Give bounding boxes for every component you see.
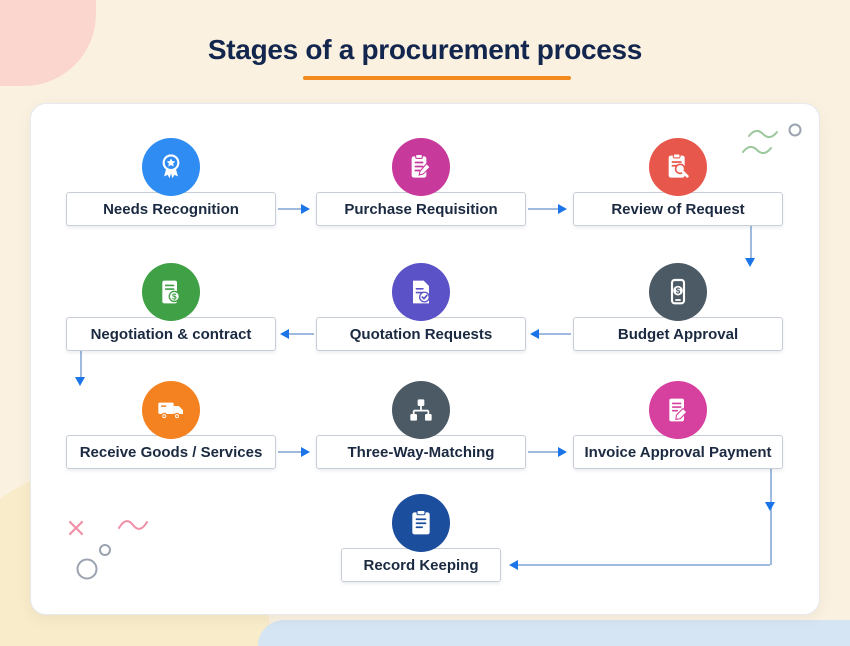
stage-icon-badge	[649, 381, 707, 439]
blue-bottom-shape	[258, 620, 850, 646]
arrow-left-icon	[280, 329, 289, 339]
arrow-down-icon	[765, 502, 775, 511]
arrow-right-icon	[301, 204, 310, 214]
stage-icon-badge	[392, 494, 450, 552]
connector-line	[278, 208, 301, 210]
diagram-card: Needs Recognition Purchase Requisition	[30, 103, 820, 615]
invoice-pen-icon	[669, 398, 688, 422]
stage-label: Three-Way-Matching	[347, 443, 495, 461]
stage-label-box: Negotiation & contract	[66, 317, 276, 351]
stage-icon-badge	[142, 138, 200, 196]
stage-label-box: Quotation Requests	[316, 317, 526, 351]
connector-line	[80, 351, 82, 379]
stage-label-box: Budget Approval	[573, 317, 783, 351]
stage-negotiation-contract: $ Negotiation & contract	[66, 263, 276, 351]
arrow-right-icon	[558, 447, 567, 457]
stage-label: Negotiation & contract	[90, 325, 252, 343]
stage-icon-badge: $	[649, 263, 707, 321]
stage-needs-recognition: Needs Recognition	[66, 138, 276, 226]
stage-label-box: Invoice Approval Payment	[573, 435, 783, 469]
stage-icon-badge	[142, 381, 200, 439]
stage-label: Quotation Requests	[349, 325, 493, 343]
hierarchy-icon	[410, 399, 432, 421]
stage-label-box: Review of Request	[573, 192, 783, 226]
stage-review-of-request: Review of Request	[573, 138, 783, 226]
stage-label-box: Three-Way-Matching	[316, 435, 526, 469]
arrow-left-icon	[509, 560, 518, 570]
contract-dollar-icon: $	[162, 280, 181, 304]
svg-text:$: $	[172, 292, 177, 301]
connector-line	[528, 208, 558, 210]
arrow-left-icon	[530, 329, 539, 339]
stage-quotation-requests: Quotation Requests	[316, 263, 526, 351]
record-clipboard-icon	[412, 509, 430, 535]
connector-line	[770, 469, 772, 565]
connector-line	[539, 333, 571, 335]
stage-label-box: Needs Recognition	[66, 192, 276, 226]
arrow-right-icon	[558, 204, 567, 214]
title-underline	[303, 76, 571, 80]
stage-label: Review of Request	[611, 200, 745, 218]
stage-icon-badge	[392, 381, 450, 439]
stage-label-box: Record Keeping	[341, 548, 501, 582]
arrow-down-icon	[745, 258, 755, 267]
stage-budget-approval: $ Budget Approval	[573, 263, 783, 351]
award-ribbon-icon	[162, 154, 180, 179]
stage-label: Receive Goods / Services	[79, 443, 263, 461]
clipboard-magnifier-icon	[668, 153, 689, 178]
delivery-truck-icon	[158, 402, 183, 420]
document-check-icon	[413, 280, 430, 304]
stage-icon-badge	[392, 138, 450, 196]
stage-three-way-matching: Three-Way-Matching	[316, 381, 526, 469]
doodle-decoration	[68, 520, 148, 580]
squiggle-decoration	[742, 123, 802, 154]
stage-receive-goods: Receive Goods / Services	[66, 381, 276, 469]
stage-label-box: Receive Goods / Services	[66, 435, 276, 469]
stage-purchase-requisition: Purchase Requisition	[316, 138, 526, 226]
stage-label: Record Keeping	[363, 556, 479, 574]
stage-icon-badge: $	[142, 263, 200, 321]
stage-label: Needs Recognition	[103, 200, 239, 218]
arrow-down-icon	[75, 377, 85, 386]
stage-record-keeping: Record Keeping	[341, 494, 501, 582]
stage-label: Purchase Requisition	[344, 200, 498, 218]
phone-dollar-icon: $	[670, 278, 686, 305]
page-title: Stages of a procurement process	[207, 34, 643, 65]
stage-label-box: Purchase Requisition	[316, 192, 526, 226]
connector-line	[528, 451, 558, 453]
stage-invoice-approval: Invoice Approval Payment	[573, 381, 783, 469]
stage-label: Invoice Approval Payment	[584, 443, 772, 461]
connector-line	[518, 564, 770, 566]
connector-line	[750, 226, 752, 260]
stage-label: Budget Approval	[617, 325, 739, 343]
connector-line	[289, 333, 314, 335]
stage-icon-badge	[392, 263, 450, 321]
connector-line	[278, 451, 301, 453]
arrow-right-icon	[301, 447, 310, 457]
stage-icon-badge	[649, 138, 707, 196]
clipboard-pen-icon	[411, 153, 431, 178]
svg-text:$: $	[676, 287, 681, 296]
